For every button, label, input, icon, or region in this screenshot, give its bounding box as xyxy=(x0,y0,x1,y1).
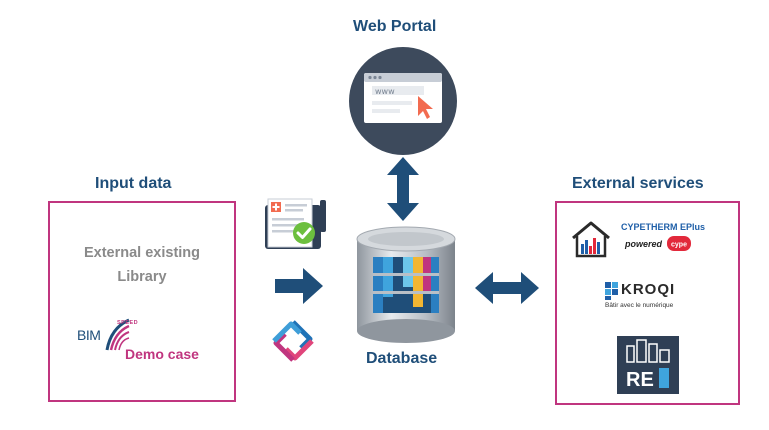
kroqi-title: KROQI xyxy=(621,281,676,298)
ifc-logo-icon xyxy=(272,320,314,362)
database-label: Database xyxy=(366,350,438,367)
bimspeed-logo-icon xyxy=(105,318,130,351)
database-icon xyxy=(356,226,456,343)
cypetherm-title: CYPETHERM EPlus xyxy=(621,222,706,232)
speed-text: SPEED xyxy=(117,320,139,326)
re-text: RE xyxy=(626,369,654,391)
bim-text: BIM xyxy=(77,327,101,343)
web-portal-title: Web Portal xyxy=(353,18,437,35)
right-arrow-icon xyxy=(275,268,323,304)
input-data-title: Input data xyxy=(95,175,172,192)
cypetherm-powered: powered xyxy=(625,239,663,249)
input-data-box: External existing Library BIM SPEED Demo… xyxy=(48,201,236,402)
library-line-2: Library xyxy=(117,269,167,285)
cype-badge-text: cype xyxy=(671,242,687,249)
library-line-1: External existing xyxy=(83,245,201,261)
vertical-double-arrow xyxy=(387,157,419,221)
re-logo-icon: RE xyxy=(617,336,679,394)
kroqi-tagline: Bâtir avec le numérique xyxy=(605,302,674,309)
cype-badge-icon: cype xyxy=(667,236,691,251)
horizontal-double-arrow xyxy=(475,272,539,304)
web-portal-icon: www xyxy=(349,47,457,155)
kroqi-logo-icon xyxy=(605,282,618,300)
external-services-title: External services xyxy=(572,175,704,192)
cypetherm-house-icon xyxy=(572,221,610,258)
url-text: www xyxy=(375,87,395,96)
external-services-box: CYPETHERM EPlus powered cype KROQI Bâtir… xyxy=(555,201,740,405)
demo-case-text: Demo case xyxy=(125,346,199,362)
document-check-icon xyxy=(265,198,326,249)
